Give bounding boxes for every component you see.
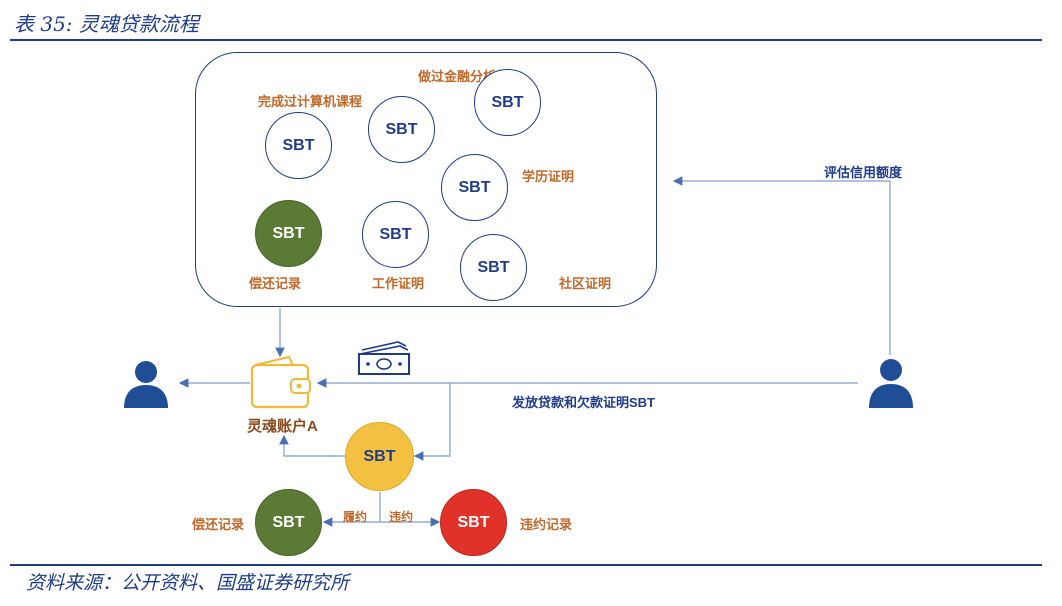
bottom-divider (10, 564, 1042, 566)
wallet-label: 灵魂账户A (247, 418, 318, 435)
sbt-circle-community: SBT (460, 234, 527, 301)
sbt-circle-repayment: SBT (255, 200, 322, 267)
sbt-caption-degree: 学历证明 (522, 169, 575, 184)
source-note: 资料来源：公开资料、国盛证券研究所 (26, 572, 350, 594)
loan-sbt-circle: SBT (345, 422, 414, 491)
branch-to-sbt-connector (413, 383, 451, 461)
default-edge-label: 违约 (389, 510, 414, 524)
sbt-caption-community: 社区证明 (559, 276, 612, 291)
lender-person-icon (869, 359, 913, 408)
default-record-label: 违约记录 (520, 517, 573, 532)
sbt-circle-unlabeled: SBT (368, 96, 435, 163)
sbt-caption-computer-course: 完成过计算机课程 (258, 94, 363, 109)
evaluate-credit-label: 评估信用额度 (824, 165, 903, 180)
sbt-caption-repayment: 偿还记录 (249, 276, 302, 291)
repayment-sbt-circle: SBT (255, 489, 322, 556)
sbt-circle-degree: SBT (441, 154, 508, 221)
wallet-icon (250, 355, 311, 409)
sbt-circle-computer-course: SBT (265, 112, 332, 179)
sbt-circle-financial-analyst: SBT (474, 69, 541, 136)
default-sbt-circle: SBT (440, 489, 507, 556)
figure-title: 表 35: 灵魂贷款流程 (14, 12, 199, 36)
repayment-record-label: 偿还记录 (192, 517, 245, 532)
borrower-person-icon (124, 361, 168, 408)
sbt-circle-employment: SBT (362, 201, 429, 268)
top-divider (10, 39, 1042, 41)
sbt-to-wallet-connector (279, 434, 345, 457)
sbt-caption-employment: 工作证明 (372, 276, 425, 291)
banknote-icon (358, 341, 410, 375)
fulfill-edge-label: 履约 (343, 510, 368, 524)
evaluate-connector (672, 176, 891, 355)
issue-loan-label: 发放贷款和欠款证明SBT (512, 395, 656, 410)
sbt-panel (195, 52, 657, 307)
